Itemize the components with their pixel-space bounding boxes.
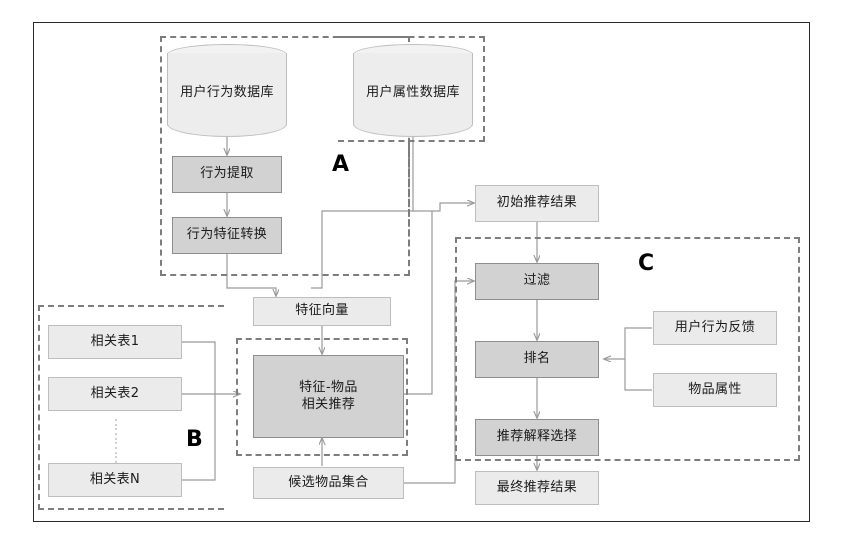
node-behavior-extract[interactable]: 行为提取 <box>172 156 282 193</box>
group-b-region <box>38 305 224 510</box>
node-label: 候选物品集合 <box>288 474 369 490</box>
node-label: 相关表2 <box>90 385 140 401</box>
node-label: 用户行为数据库 <box>180 85 274 100</box>
node-label: 特征向量 <box>295 303 349 319</box>
node-feature-item-recommendation[interactable]: 特征-物品 相关推荐 <box>253 355 404 438</box>
group-a-label: A <box>332 152 350 177</box>
group-middle-region <box>236 338 408 456</box>
node-user-behavior-feedback[interactable]: 用户行为反馈 <box>653 311 777 345</box>
node-item-attribute[interactable]: 物品属性 <box>653 373 777 407</box>
node-ranking[interactable]: 排名 <box>475 341 599 378</box>
node-related-table-n[interactable]: 相关表N <box>48 463 182 497</box>
node-label: 推荐解释选择 <box>496 429 578 445</box>
group-b-label: B <box>186 427 203 452</box>
node-filter[interactable]: 过滤 <box>475 263 599 300</box>
node-final-rec-result[interactable]: 最终推荐结果 <box>475 471 599 505</box>
node-user-behavior-db[interactable]: 用户行为数据库 <box>167 44 287 137</box>
node-user-attribute-db[interactable]: 用户属性数据库 <box>353 44 473 137</box>
node-label: 用户行为反馈 <box>674 319 756 335</box>
group-c-region <box>455 237 800 461</box>
node-candidate-item-set[interactable]: 候选物品集合 <box>253 467 404 499</box>
group-a-region-right <box>338 36 485 142</box>
node-label: 相关表1 <box>90 333 140 349</box>
node-label: 行为提取 <box>200 166 254 182</box>
group-c-label: C <box>638 251 655 276</box>
group-a-mid-connector <box>408 142 410 276</box>
node-rec-explanation-selection[interactable]: 推荐解释选择 <box>475 419 599 456</box>
node-feature-vector[interactable]: 特征向量 <box>253 297 391 326</box>
cylinder-body <box>353 53 473 137</box>
node-label: 用户属性数据库 <box>366 85 460 100</box>
node-label: 行为特征转换 <box>186 227 268 243</box>
ellipsis-vertical <box>114 419 117 463</box>
node-label: 最终推荐结果 <box>496 479 578 495</box>
cylinder-body <box>167 53 287 137</box>
node-behavior-feature-transform[interactable]: 行为特征转换 <box>172 217 282 254</box>
node-label: 相关表N <box>89 471 141 487</box>
node-related-table-1[interactable]: 相关表1 <box>48 325 182 359</box>
node-initial-rec-result[interactable]: 初始推荐结果 <box>475 185 599 222</box>
node-label: 物品属性 <box>688 381 742 397</box>
node-related-table-2[interactable]: 相关表2 <box>48 377 182 411</box>
node-label-line1: 特征-物品 <box>299 380 358 396</box>
node-label: 过滤 <box>523 273 551 289</box>
node-label: 排名 <box>523 351 551 367</box>
node-label: 初始推荐结果 <box>496 195 578 211</box>
node-label-line2: 相关推荐 <box>301 396 356 412</box>
